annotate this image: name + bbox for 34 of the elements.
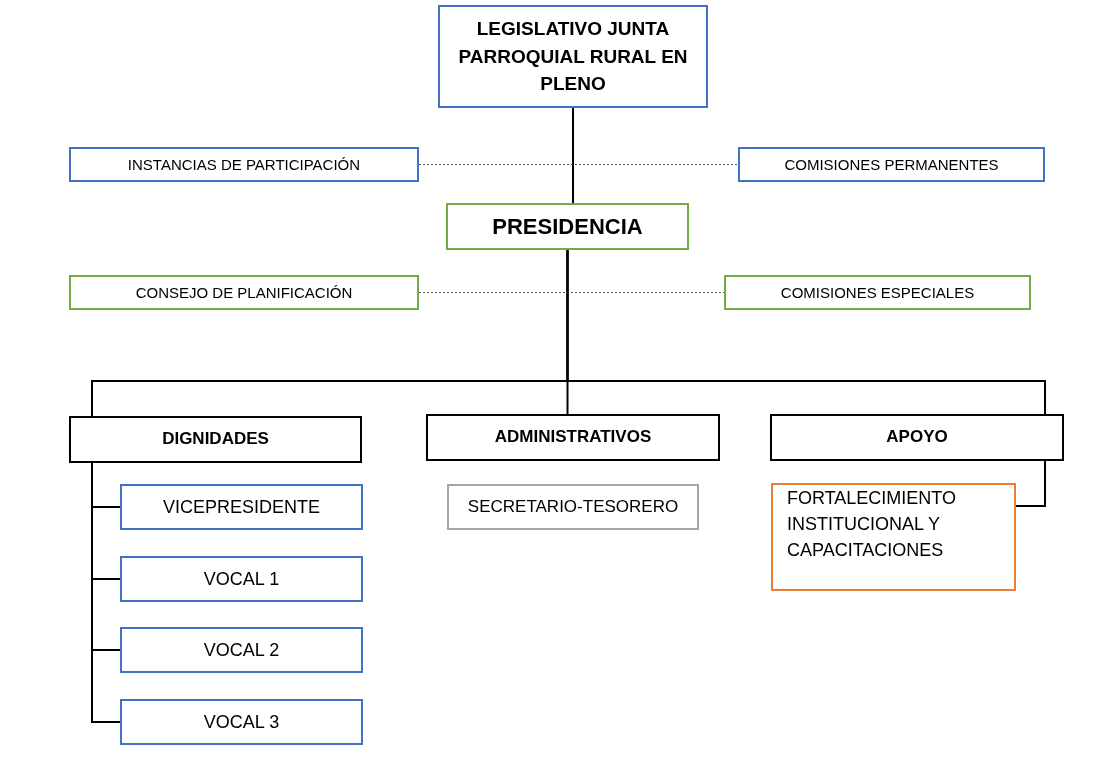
box-label: FORTALECIMIENTO INSTITUCIONAL Y CAPACITACIONES	[787, 487, 958, 563]
box-label: VOCAL 2	[203, 638, 280, 662]
legislature-box	[438, 5, 708, 108]
connector-line	[91, 462, 121, 723]
position-box	[120, 484, 363, 530]
department-box	[426, 414, 720, 461]
box-label: VOCAL 1	[203, 567, 280, 591]
connector-line	[572, 107, 574, 204]
commission-box	[738, 147, 1045, 182]
connector-line	[566, 249, 1046, 415]
box-label: COMISIONES ESPECIALES	[780, 282, 975, 303]
position-box	[120, 699, 363, 745]
position-box	[120, 627, 363, 673]
box-label: COMISIONES PERMANENTES	[784, 154, 999, 175]
position-box	[447, 484, 699, 530]
position-box	[120, 556, 363, 602]
support-box	[771, 483, 1016, 591]
box-label: VOCAL 3	[203, 710, 280, 734]
commission-box	[724, 275, 1031, 310]
presidency-box	[446, 203, 689, 250]
box-label: INSTANCIAS DE PARTICIPACIÓN	[127, 154, 361, 175]
department-box	[69, 416, 362, 463]
box-label: VICEPRESIDENTE	[162, 495, 320, 519]
box-label: SECRETARIO-TESORERO	[467, 495, 679, 518]
connector-line	[1015, 460, 1046, 507]
box-label: CONSEJO DE PLANIFICACIÓN	[135, 282, 353, 303]
council-box	[69, 275, 419, 310]
department-box	[770, 414, 1064, 461]
box-label: ADMINISTRATIVOS	[494, 426, 652, 449]
box-label: DIGNIDADES	[162, 428, 269, 451]
box-label: APOYO	[886, 426, 948, 449]
participation-box	[69, 147, 419, 182]
box-label: LEGISLATIVO JUNTA PARROQUIAL RURAL EN PLENO	[457, 17, 689, 97]
box-label: PRESIDENCIA	[492, 212, 643, 241]
